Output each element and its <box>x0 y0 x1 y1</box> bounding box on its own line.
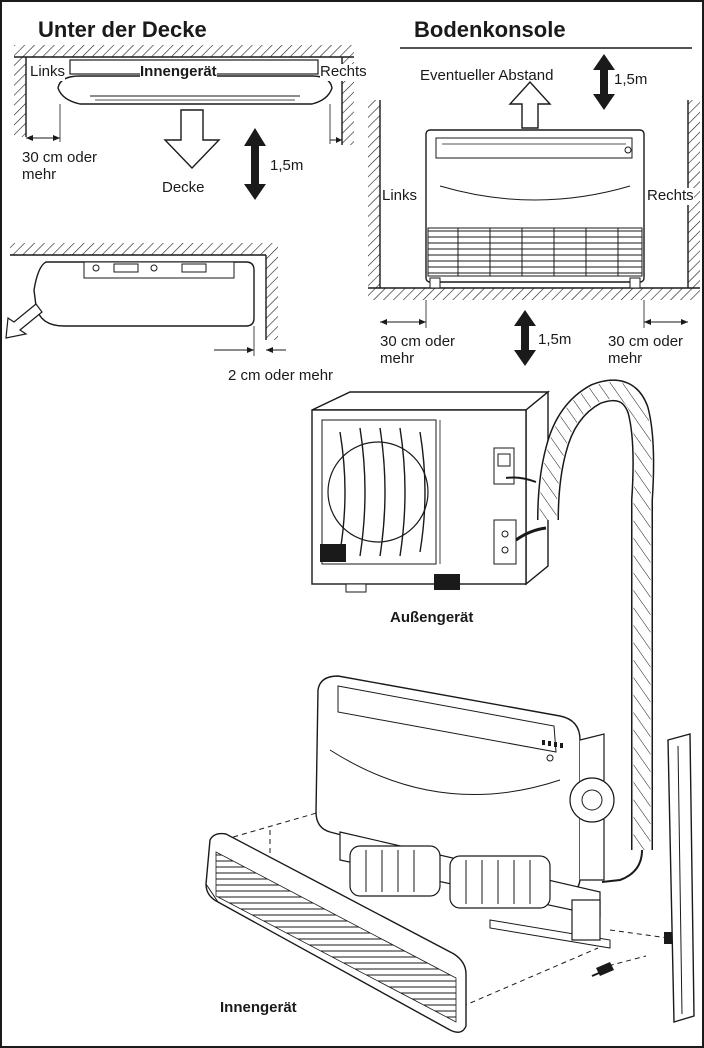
double-arrow-icon <box>244 128 266 200</box>
label-clearance-floor-left: 30 cm oder mehr <box>380 333 456 367</box>
label-clearance-floor-right: 30 cm oder mehr <box>608 333 684 367</box>
ceiling-panel <box>14 45 354 200</box>
screw-icon <box>591 962 614 977</box>
corner-panel <box>5 243 286 356</box>
airflow-arrow-icon <box>508 80 552 129</box>
label-outdoor-unit: Außengerät <box>390 609 474 626</box>
airflow-arrow-icon <box>5 303 43 339</box>
label-possible-clearance: Eventueller Abstand <box>420 67 554 84</box>
label-indoor-unit-ceiling: Innengerät <box>140 63 217 81</box>
label-vertical-floor-top: 1,5m <box>614 71 648 88</box>
outdoor-unit <box>311 390 550 593</box>
label-clearance-corner: 2 cm oder mehr <box>228 367 334 384</box>
label-rechts-floor: Rechts <box>647 187 694 205</box>
airflow-arrow-icon <box>163 109 221 170</box>
double-arrow-icon <box>514 310 536 366</box>
label-decke: Decke <box>162 179 205 196</box>
ceiling-hatch <box>14 45 354 57</box>
label-links-ceiling: Links <box>30 63 66 81</box>
double-arrow-icon <box>593 54 615 110</box>
heading-ceiling: Unter der Decke <box>38 17 207 42</box>
label-vertical-ceiling: 1,5m <box>270 157 304 174</box>
side-panel <box>667 733 695 1023</box>
label-links-floor: Links <box>382 187 418 205</box>
label-indoor-unit-assembly: Innengerät <box>220 999 297 1016</box>
floor-panel <box>368 47 700 366</box>
label-clearance-ceiling: 30 cm oder mehr <box>22 149 98 183</box>
label-vertical-floor-bottom: 1,5m <box>538 331 572 348</box>
refrigerant-pipe <box>505 379 655 883</box>
ceiling-unit-body <box>57 75 333 105</box>
label-rechts-ceiling: Rechts <box>320 63 367 81</box>
left-wall-hatch <box>14 57 26 137</box>
indoor-assembly-drawing <box>205 675 695 1033</box>
heading-floor-console: Bodenkonsole <box>414 17 566 42</box>
